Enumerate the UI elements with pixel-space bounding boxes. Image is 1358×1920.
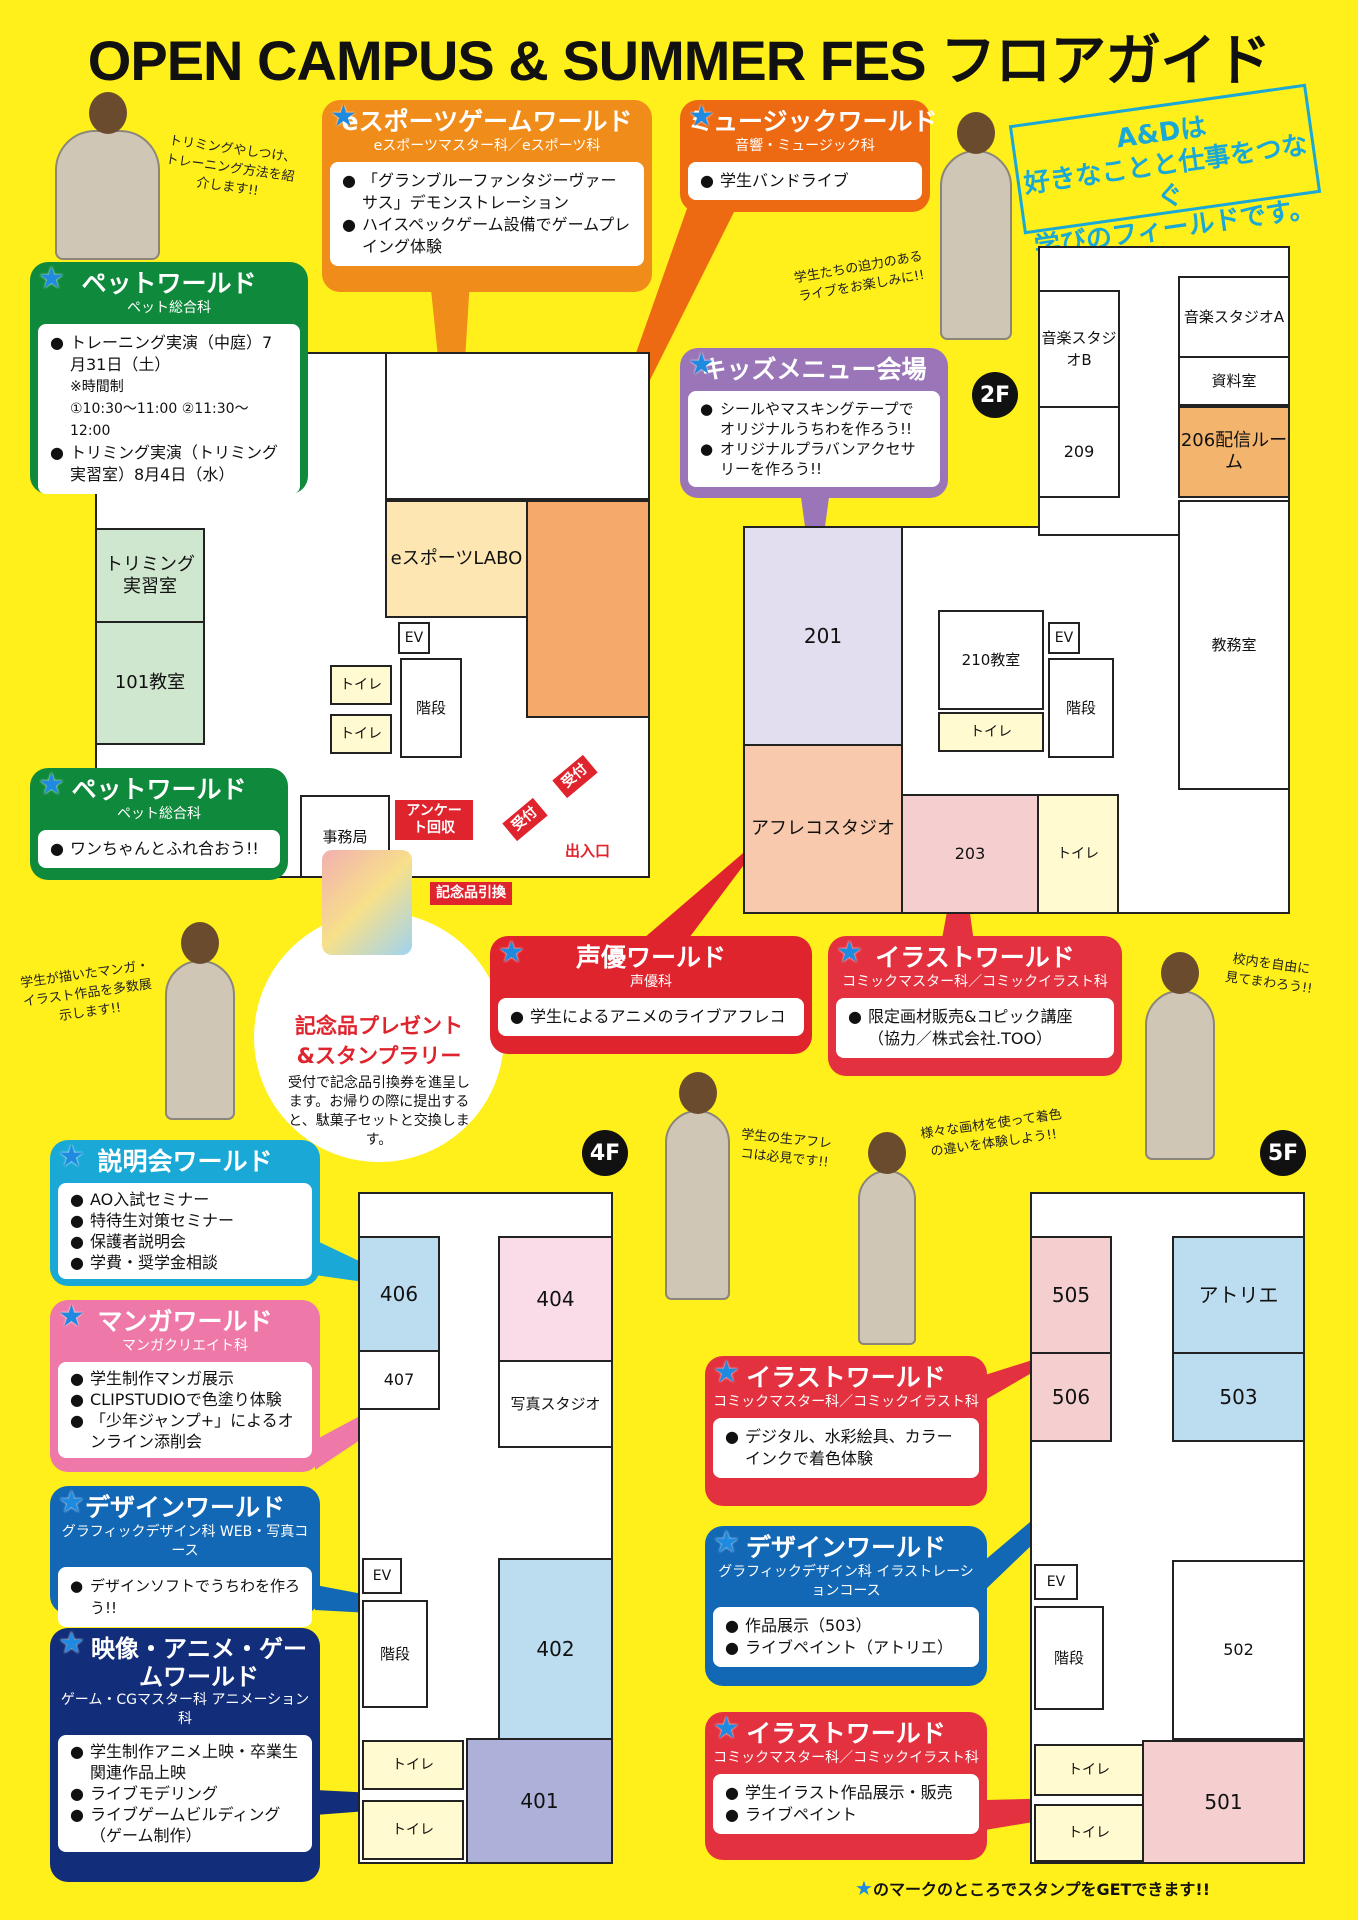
toilet-5f-b: トイレ [1034,1804,1144,1862]
floor-4f-label: 4F [582,1130,628,1176]
room-206: 206配信ルーム [1178,406,1290,498]
box-voice: ★声優ワールド 声優科 学生によるアニメのライブアフレコ [490,936,812,1054]
toilet-1f-a: トイレ [330,665,392,705]
room-archive: 資料室 [1178,356,1290,406]
box-kids: ★キッズメニュー会場 シールやマスキングテープでオリジナルうちわを作ろう!! オ… [680,348,948,498]
star-icon: ★ [58,1299,85,1334]
room-staff: 教務室 [1178,500,1290,790]
room-afureco: アフレコスタジオ [743,744,903,914]
ev-1f: EV [398,622,430,654]
room-406: 406 [358,1236,440,1352]
star-icon: ★ [498,935,525,970]
room-407: 407 [358,1350,440,1410]
survey-label: アンケート回収 [395,800,473,840]
star-icon: ★ [688,347,715,382]
room-404: 404 [498,1236,613,1362]
room-music-b: 音楽スタジオB [1038,290,1120,408]
toilet-2f-a: トイレ [938,712,1044,752]
room-esports-labo: eスポーツLABO [385,500,528,618]
star-icon: ★ [38,767,65,802]
box-design-4f: ★デザインワールド グラフィックデザイン科 WEB・写真コース デザインソフトで… [50,1485,320,1627]
room-503: 503 [1172,1352,1305,1442]
room-201: 201 [743,526,903,746]
gift-title-1: 記念品プレゼント [295,1014,463,1038]
room-203: 203 [901,794,1039,914]
stairs-2f: 階段 [1048,658,1114,758]
photo-voice-student [665,1072,730,1300]
box-anime: ★映像・アニメ・ゲームワールド ゲーム・CGマスター科 アニメーション科 学生制… [50,1628,320,1882]
toilet-1f-b: トイレ [330,714,392,754]
room-atelier: アトリエ [1172,1236,1305,1354]
star-icon: ★ [855,1876,873,1900]
box-manga: ★マンガワールド マンガクリエイト科 学生制作マンガ展示 CLIPSTUDIOで… [50,1300,320,1472]
star-icon: ★ [836,935,863,970]
entrance-label: 出入口 [565,842,611,860]
box-illust-5f-b: ★イラストワールド コミックマスター科／コミックイラスト科 学生イラスト作品展示… [705,1712,987,1860]
toilet-4f-a: トイレ [362,1740,464,1790]
ev-2f: EV [1048,622,1080,654]
photo-illust-student [858,1132,916,1345]
room-501: 501 [1142,1740,1305,1864]
room-401: 401 [466,1738,613,1864]
room-506: 506 [1030,1352,1112,1442]
star-icon: ★ [58,1626,85,1661]
room-505: 505 [1030,1236,1112,1354]
room-music-a: 音楽スタジオA [1178,276,1290,358]
floor-1f-top-block [385,352,650,500]
star-icon: ★ [688,99,715,134]
gift-title-2: &スタンプラリー [296,1044,462,1068]
star-icon: ★ [713,1355,740,1390]
toilet-4f-b: トイレ [362,1800,464,1860]
box-design-5f: ★デザインワールド グラフィックデザイン科 イラストレーションコース 作品展示（… [705,1526,987,1686]
gift-text: 受付で記念品引換券を進呈します。お帰りの際に提出すると、駄菓子セットと交換します… [288,1075,470,1148]
room-209: 209 [1038,406,1120,498]
photo-pet-students [55,92,160,260]
box-seminar: ★説明会ワールド AO入試セミナー 特待生対策セミナー 保護者説明会 学費・奨学… [50,1140,320,1286]
page-title: OPEN CAMPUS & SUMMER FES フロアガイド [87,29,1271,92]
stairs-1f: 階段 [400,658,462,758]
star-icon: ★ [713,1525,740,1560]
floor-2f-label: 2F [972,372,1018,418]
box-music: ★ミュージックワールド 音響・ミュージック科 学生バンドライブ [680,99,938,212]
box-pet-2: ★ペットワールド ペット総合科 ワンちゃんとふれ合おう!! [30,768,288,880]
photo-campus-student [1145,952,1215,1160]
star-icon: ★ [58,1485,85,1520]
box-esports: ★eスポーツゲームワールド eスポーツマスター科／eスポーツ科 「グランブルーフ… [322,100,652,292]
ev-4f: EV [362,1558,402,1594]
star-icon: ★ [38,261,65,296]
box-illust-2f: ★イラストワールド コミックマスター科／コミックイラスト科 限定画材販売&コピッ… [828,936,1122,1076]
floor-5f-label: 5F [1260,1130,1306,1176]
star-icon: ★ [330,99,357,134]
star-icon: ★ [713,1711,740,1746]
stairs-4f: 階段 [362,1600,428,1708]
stairs-5f: 階段 [1034,1606,1104,1710]
toilet-5f-a: トイレ [1034,1744,1144,1796]
room-trimming: トリミング実習室 [95,528,205,623]
room-402: 402 [498,1558,613,1740]
gift-bag [322,850,412,955]
toilet-2f-b: トイレ [1037,794,1119,914]
room-esports-hall [526,500,650,718]
room-photo: 写真スタジオ [498,1360,613,1448]
room-101: 101教室 [95,621,205,745]
photo-music-student [940,112,1012,340]
photo-manga-student [165,922,235,1120]
room-502: 502 [1172,1560,1305,1740]
stamp-footer: ★のマークのところでスタンプをGETできます!! [855,1876,1211,1900]
star-icon: ★ [58,1139,85,1174]
box-pet-1: ★ペットワールド ペット総合科 トレーニング実演（中庭）7月31日（土） ※時間… [30,262,308,494]
ev-5f: EV [1034,1564,1078,1600]
gift-exchange-label: 記念品引換 [430,882,512,905]
room-210: 210教室 [938,610,1044,710]
box-illust-5f-a: ★イラストワールド コミックマスター科／コミックイラスト科 デジタル、水彩絵具、… [705,1356,987,1506]
